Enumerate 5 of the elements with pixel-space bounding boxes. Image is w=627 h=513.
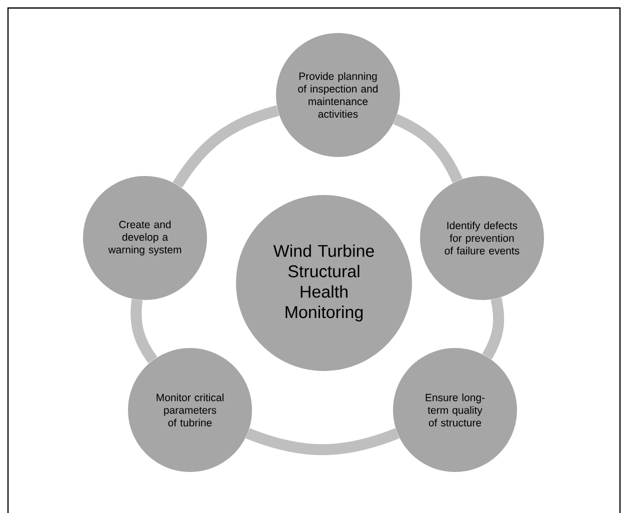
ring-arc: [393, 114, 462, 184]
ring-arc: [482, 297, 504, 360]
ring-arc: [172, 105, 280, 188]
ring-arc: [130, 299, 158, 364]
ring-arc: [246, 428, 400, 456]
